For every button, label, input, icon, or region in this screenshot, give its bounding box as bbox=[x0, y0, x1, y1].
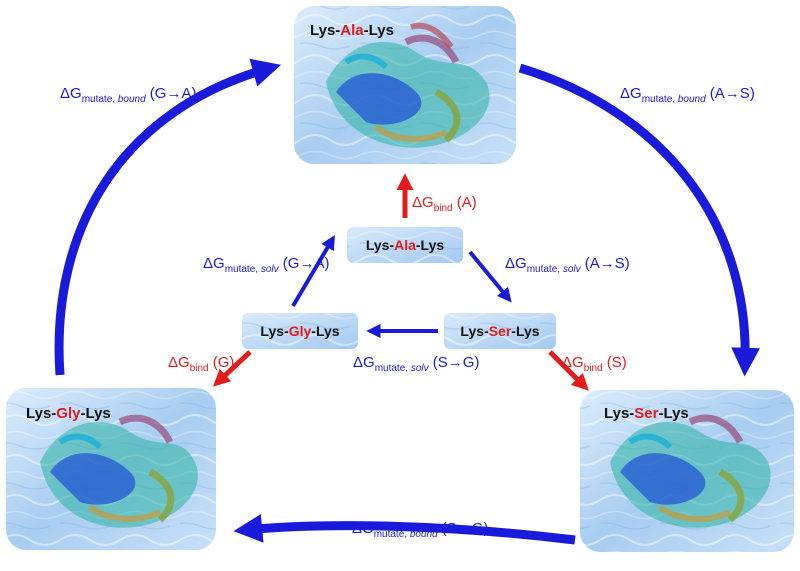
solvated-label-ala: Lys-Ala-Lys bbox=[366, 237, 445, 253]
label-bind-s: ΔGbind (S) bbox=[562, 354, 627, 374]
protein-structure-icon bbox=[610, 414, 771, 528]
arrow-solv-g-to-a bbox=[291, 235, 335, 308]
solvated-box-ala: Lys-Ala-Lys bbox=[347, 227, 463, 263]
label-solv-s-to-g: ΔGmutate, solv (S→G) bbox=[353, 354, 479, 374]
arrow-bound-g-to-a bbox=[54, 58, 282, 376]
label-solv-g-to-a: ΔGmutate, solv (G→A) bbox=[203, 255, 329, 275]
complex-label-ala: Lys-Ala-Lys bbox=[310, 22, 394, 39]
solvated-label-ser: Lys-Ser-Lys bbox=[460, 323, 539, 339]
complex-label-ser: Lys-Ser-Lys bbox=[604, 405, 689, 422]
arrow-solv-a-to-s bbox=[468, 250, 512, 303]
arrow-bound-s-to-g bbox=[233, 514, 576, 545]
solvated-label-gly: Lys-Gly-Lys bbox=[260, 323, 339, 339]
arrow-bind-s bbox=[548, 350, 589, 391]
arrow-bind-g bbox=[213, 350, 252, 387]
label-solv-a-to-s: ΔGmutate, solv (A→S) bbox=[505, 255, 630, 275]
complex-label-gly: Lys-Gly-Lys bbox=[26, 405, 111, 422]
label-bound-a-to-s: ΔGmutate, bound (A→S) bbox=[620, 85, 755, 105]
label-bind-a: ΔGbind (A) bbox=[412, 194, 477, 214]
label-bound-g-to-a: ΔGmutate, bound (G→A) bbox=[60, 85, 196, 105]
protein-structure-icon bbox=[40, 414, 198, 528]
label-bind-g: ΔGbind (G) bbox=[168, 354, 234, 374]
label-bound-s-to-g: ΔGmutate, bound (S→G) bbox=[352, 520, 488, 540]
arrow-bound-a-to-s bbox=[518, 63, 760, 377]
complex-box-ala: Lys-Ala-Lys bbox=[294, 6, 516, 164]
solvated-box-gly: Lys-Gly-Lys bbox=[242, 313, 358, 349]
complex-box-gly: Lys-Gly-Lys bbox=[6, 388, 216, 550]
complex-box-ser: Lys-Ser-Lys bbox=[580, 390, 794, 552]
protein-structure-icon bbox=[326, 22, 490, 148]
solvated-box-ser: Lys-Ser-Lys bbox=[444, 313, 556, 349]
